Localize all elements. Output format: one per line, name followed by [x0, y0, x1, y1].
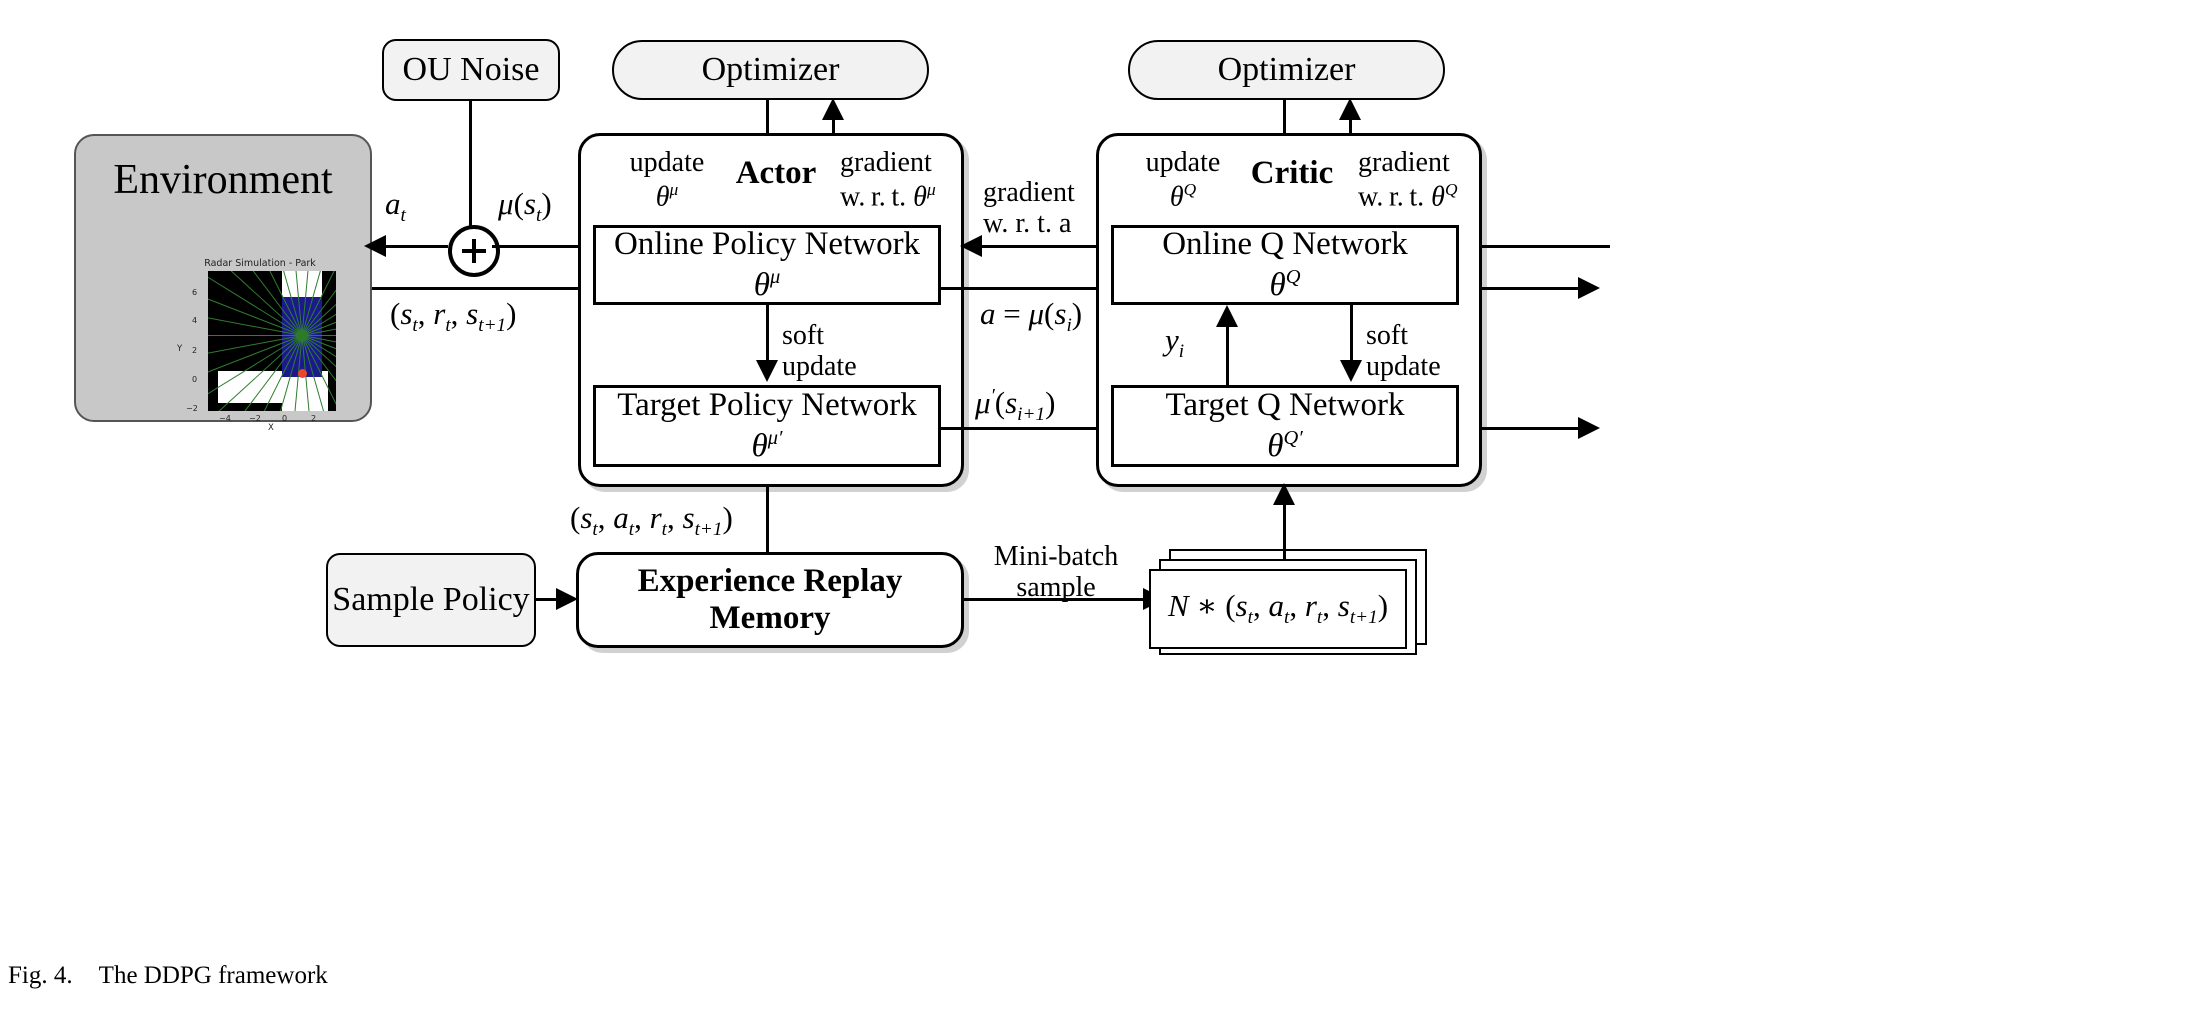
minibatch-to-critic-line — [1283, 500, 1286, 560]
experience-replay-label: Experience Replay Memory — [637, 563, 903, 636]
actor-online-params: θμ — [753, 266, 781, 303]
actor-soft-update-arrow — [756, 360, 778, 382]
caption-text: The DDPG framework — [98, 962, 328, 989]
gradient-wrt-a-label: gradient w. r. t. a — [983, 177, 1075, 240]
policy-to-sum-line — [492, 245, 610, 248]
x-tick-2: 2 — [311, 414, 317, 423]
figure-caption: Fig. 4. The DDPG framework — [8, 962, 328, 990]
actor-online-policy-network[interactable]: Online Policy Network θμ — [593, 225, 941, 305]
target-action-arrow — [1578, 417, 1600, 439]
critic-yi-arrow — [1216, 305, 1238, 327]
x-tick-m4: −4 — [219, 414, 231, 423]
critic-gradient-arrow — [1339, 98, 1361, 120]
actor-soft-update-label: soft update — [782, 320, 857, 383]
x-axis-label: X — [268, 423, 274, 433]
y-tick-6: 6 — [192, 288, 198, 297]
actor-soft-update-line — [766, 305, 769, 367]
radar-plot-title: Radar Simulation - Park — [204, 258, 316, 269]
experience-replay-memory[interactable]: Experience Replay Memory — [576, 552, 964, 648]
y-tick-2: 2 — [192, 346, 198, 355]
environment-title: Environment — [113, 157, 333, 203]
critic-soft-update-line — [1350, 305, 1353, 367]
radar-beam — [302, 335, 336, 336]
critic-online-name: Online Q Network — [1162, 226, 1408, 262]
goal-dot — [298, 369, 307, 378]
caption-prefix: Fig. 4. — [8, 962, 73, 989]
sample-policy-node[interactable]: Sample Policy — [326, 553, 536, 647]
actor-to-erm-line — [766, 487, 769, 574]
minibatch-sample-label: Mini-batch sample — [993, 541, 1119, 604]
actor-update-label: update θμ — [629, 147, 705, 213]
y-tick-m2: −2 — [186, 404, 198, 413]
target-action-label: μ′(si+1) — [975, 385, 1056, 426]
sum-to-env-arrow — [364, 235, 386, 257]
policy-output-label: μ(st) — [498, 186, 552, 227]
sample-policy-to-erm-line — [536, 598, 564, 601]
sample-policy-to-erm-arrow — [556, 588, 578, 610]
y-tick-0: 0 — [192, 375, 198, 384]
x-tick-m2: −2 — [249, 414, 261, 423]
sensor-origin-dot — [297, 330, 308, 341]
actor-target-params: θμ′ — [751, 427, 783, 464]
actor-gradient-arrow — [822, 98, 844, 120]
critic-yi-label: yi — [1165, 322, 1185, 363]
critic-soft-update-arrow — [1340, 360, 1362, 382]
erm-to-minibatch-line — [964, 598, 1150, 601]
experience-tuple-label: (st, at, rt, st+1) — [570, 500, 733, 541]
env-to-actor-line — [372, 287, 594, 290]
action-to-critic-arrow — [1578, 277, 1600, 299]
ou-noise-node[interactable]: OU Noise — [382, 39, 560, 101]
minibatch-to-critic-arrow — [1273, 483, 1295, 505]
critic-title: Critic — [1250, 155, 1334, 191]
minibatch-card-front[interactable]: N ∗ (st, at, rt, st+1) — [1149, 569, 1407, 649]
radar-plot-canvas — [208, 271, 336, 411]
minibatch-tuple-label: N ∗ (st, at, rt, st+1) — [1167, 588, 1389, 629]
free-space-bottom — [218, 371, 282, 403]
critic-target-params: θQ′ — [1267, 427, 1303, 464]
actor-target-policy-network[interactable]: Target Policy Network θμ′ — [593, 385, 941, 467]
critic-target-name: Target Q Network — [1165, 387, 1405, 423]
x-tick-0: 0 — [282, 414, 288, 423]
sum-node — [448, 225, 500, 277]
critic-yi-line — [1226, 322, 1229, 385]
critic-soft-update-label: soft update — [1366, 320, 1441, 383]
optimizer-critic-node[interactable]: Optimizer — [1128, 40, 1445, 100]
actor-online-name: Online Policy Network — [613, 226, 921, 262]
actor-target-name: Target Policy Network — [617, 387, 917, 423]
gradient-wrt-a-arrow — [960, 235, 982, 257]
actor-gradient-label: gradient w. r. t. θμ — [840, 147, 936, 213]
critic-target-q-network[interactable]: Target Q Network θQ′ — [1111, 385, 1459, 467]
action-to-critic-label: a = μ(si) — [980, 296, 1083, 337]
action-label: at at — [385, 186, 406, 227]
critic-gradient-label: gradient w. r. t. θQ — [1358, 147, 1458, 213]
y-tick-4: 4 — [192, 316, 198, 325]
ou-noise-to-sum-line — [469, 101, 472, 234]
critic-update-label: update θQ — [1145, 147, 1221, 213]
sum-to-env-line — [383, 245, 448, 248]
transition-label: (st, rt, st+1) — [390, 296, 517, 337]
radar-simulation-plot: Radar Simulation - Park 6 4 2 0 −2 Y −4 … — [170, 258, 350, 433]
actor-title: Actor — [735, 155, 817, 191]
critic-online-q-network[interactable]: Online Q Network θQ — [1111, 225, 1459, 305]
optimizer-actor-node[interactable]: Optimizer — [612, 40, 929, 100]
critic-online-params: θQ — [1269, 266, 1301, 303]
y-axis-label: Y — [177, 344, 183, 354]
radar-beam — [208, 335, 302, 336]
